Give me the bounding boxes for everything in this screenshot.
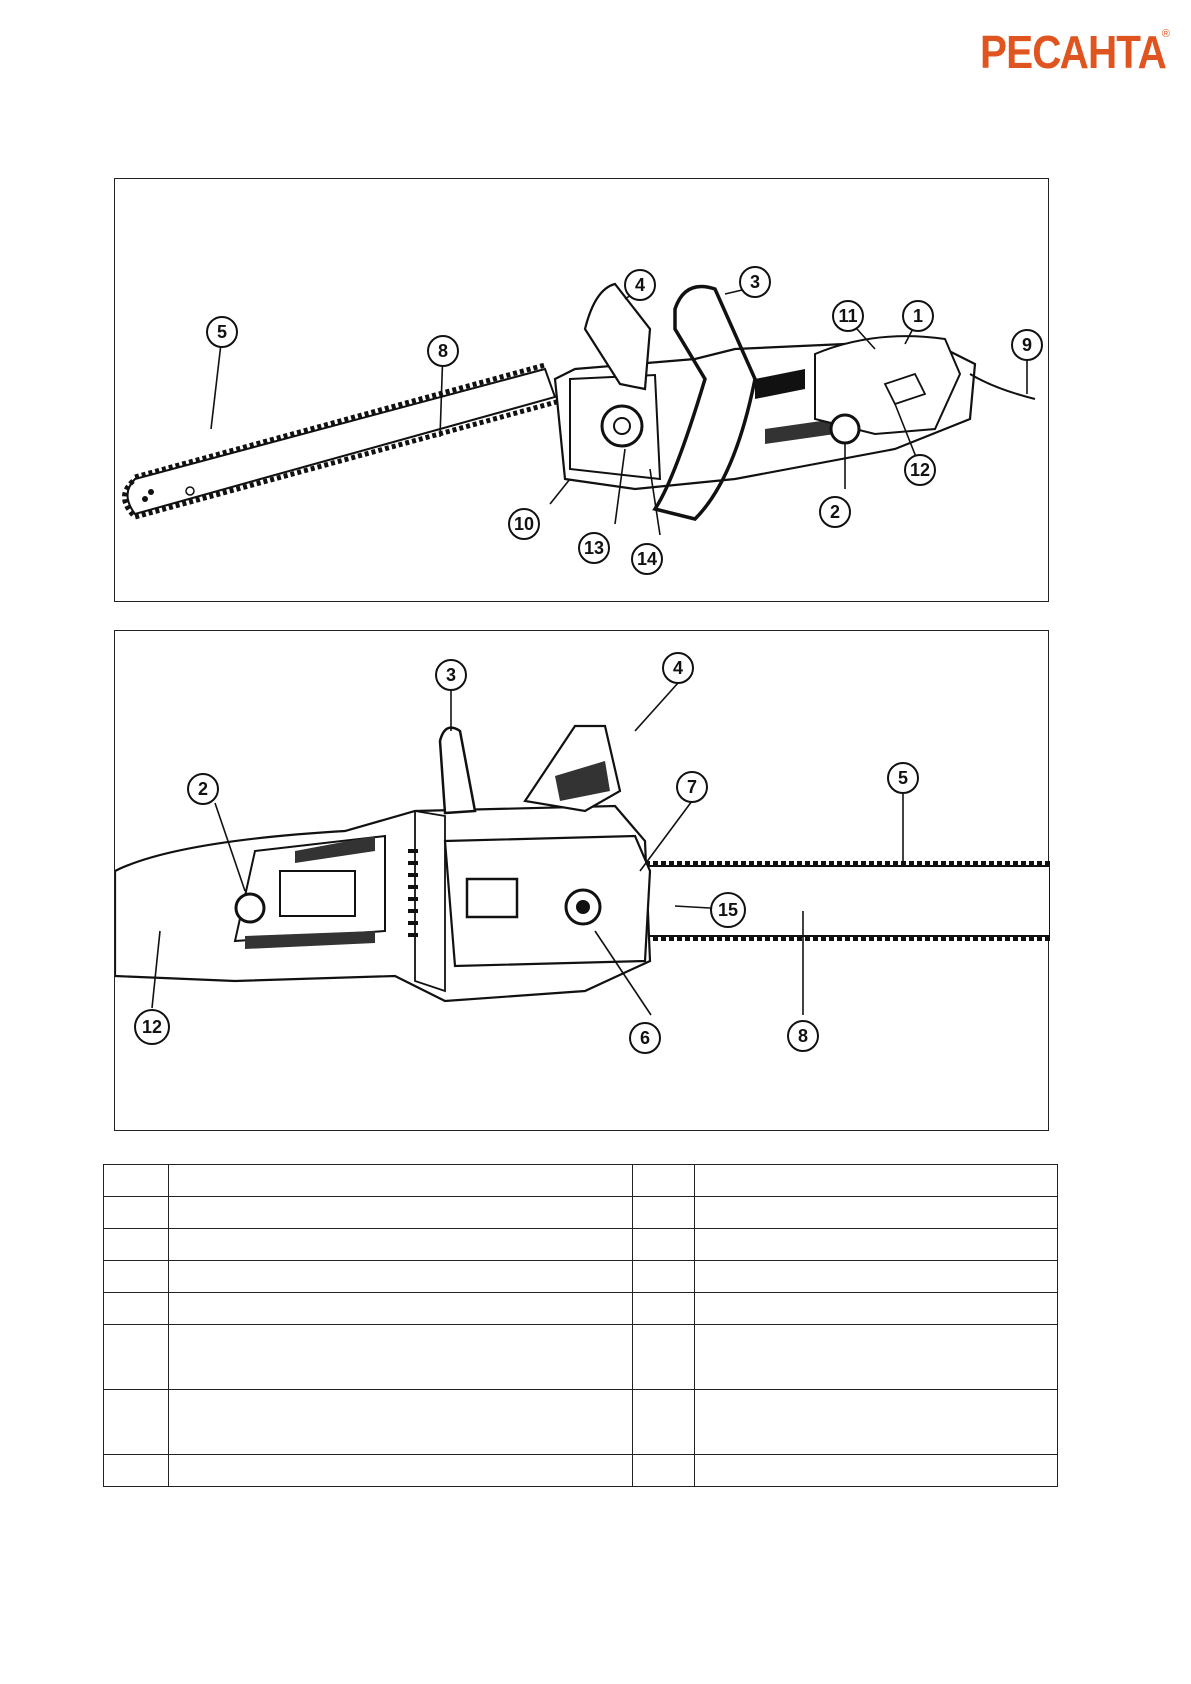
table-cell [103,1196,169,1229]
brand-name: РЕСАНТА [980,26,1167,78]
callout-5: 5 [887,762,919,794]
svg-text:15: 15 [718,900,738,920]
callout-5: 5 [206,316,238,348]
table-cell [168,1324,633,1390]
table-cell [694,1228,1058,1261]
svg-text:5: 5 [898,768,908,788]
table-cell [694,1389,1058,1455]
table-cell [694,1292,1058,1325]
table-cell [632,1196,695,1229]
table-row [103,1292,1058,1325]
callout-4: 4 [662,652,694,684]
callout-2: 2 [187,773,219,805]
callout-3: 3 [739,266,771,298]
callout-12: 12 [904,454,936,486]
svg-text:10: 10 [514,514,534,534]
callout-7: 7 [676,771,708,803]
table-cell [168,1228,633,1261]
brand-reg-mark: ® [1161,28,1170,40]
table-cell [168,1196,633,1229]
callout-15: 15 [710,892,746,928]
table-cell [168,1292,633,1325]
callout-12: 12 [134,1009,170,1045]
table-cell [103,1324,169,1390]
callout-6: 6 [629,1022,661,1054]
table-cell [632,1164,695,1197]
chainsaw-diagram-top: 5 8 4 3 11 1 9 12 2 10 13 14 [114,178,1049,602]
svg-text:5: 5 [217,322,227,342]
chainsaw-drawing-bottom: 3 4 2 7 5 15 12 6 8 [115,652,1050,1054]
parts-table [103,1164,1058,1487]
callout-8: 8 [787,1020,819,1052]
svg-text:9: 9 [1022,335,1032,355]
callout-14: 14 [631,543,663,575]
table-cell [632,1228,695,1261]
table-cell [103,1454,169,1487]
table-row [103,1260,1058,1293]
svg-text:2: 2 [198,779,208,799]
svg-text:14: 14 [637,549,657,569]
table-cell [632,1454,695,1487]
callout-2: 2 [819,496,851,528]
table-row [103,1164,1058,1197]
table-row [103,1389,1058,1455]
table-cell [632,1324,695,1390]
svg-text:12: 12 [142,1017,162,1037]
table-cell [103,1260,169,1293]
svg-text:12: 12 [910,460,930,480]
table-cell [632,1260,695,1293]
callout-11: 11 [832,300,864,332]
callout-4: 4 [624,269,656,301]
table-cell [103,1228,169,1261]
chainsaw-drawing-top: 5 8 4 3 11 1 9 12 2 10 13 14 [122,266,1043,575]
table-cell [694,1260,1058,1293]
table-cell [168,1454,633,1487]
table-cell [694,1324,1058,1390]
table-cell [103,1292,169,1325]
svg-text:8: 8 [438,341,448,361]
table-cell [694,1164,1058,1197]
table-cell [103,1389,169,1455]
chainsaw-diagram-bottom: 3 4 2 7 5 15 12 6 8 [114,630,1050,1131]
table-cell [103,1164,169,1197]
callout-1: 1 [902,300,934,332]
table-row [103,1228,1058,1261]
svg-text:2: 2 [830,502,840,522]
callout-8: 8 [427,335,459,367]
svg-text:4: 4 [673,658,683,678]
svg-text:11: 11 [838,306,857,326]
table-cell [694,1196,1058,1229]
callout-9: 9 [1011,329,1043,361]
table-row [103,1196,1058,1229]
table-cell [632,1389,695,1455]
table-cell [168,1389,633,1455]
brand-logo: РЕСАНТА ® [980,26,1170,78]
table-row [103,1454,1058,1487]
callout-10: 10 [508,508,540,540]
table-cell [168,1260,633,1293]
svg-text:8: 8 [798,1026,808,1046]
table-row [103,1324,1058,1390]
svg-text:1: 1 [913,306,923,326]
svg-text:3: 3 [750,272,760,292]
callout-13: 13 [578,532,610,564]
svg-text:13: 13 [584,538,604,558]
table-cell [632,1292,695,1325]
svg-text:4: 4 [635,275,645,295]
table-cell [168,1164,633,1197]
table-cell [694,1454,1058,1487]
svg-text:6: 6 [640,1028,650,1048]
callout-3: 3 [435,659,467,691]
svg-text:3: 3 [446,665,456,685]
svg-text:7: 7 [687,777,697,797]
